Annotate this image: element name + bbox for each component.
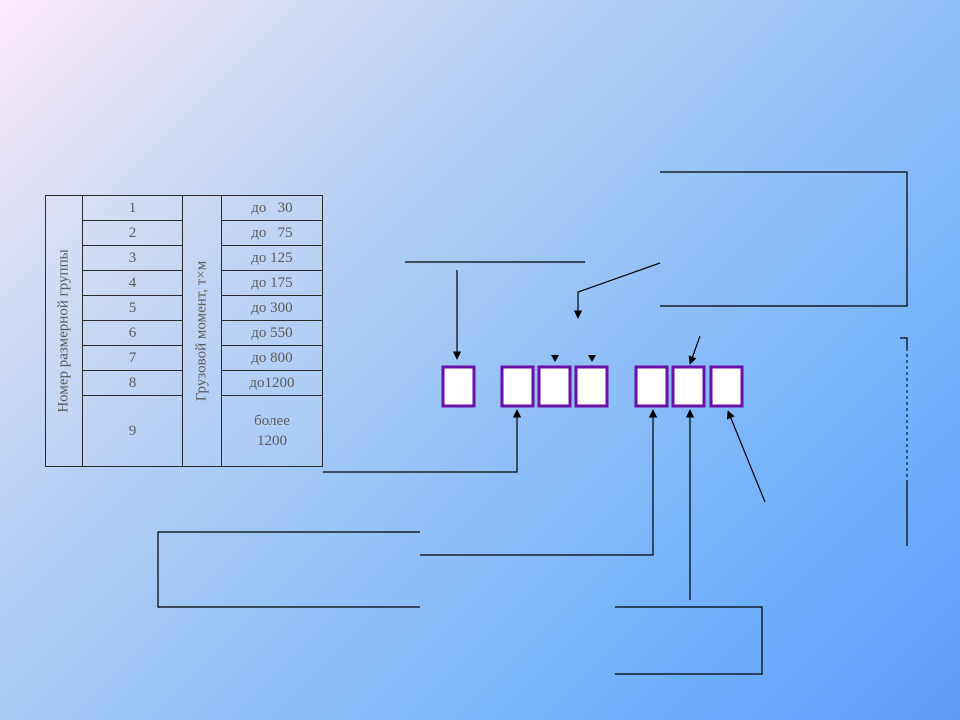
code-position-box (500, 365, 535, 408)
moment-value-cell: более 1200 (221, 395, 323, 467)
code-position-boxes (441, 365, 744, 408)
group-number-cell: 8 (82, 370, 183, 396)
moment-value-cell: до 800 (221, 345, 323, 371)
callout-frame-bottom (615, 606, 763, 675)
group-number-cell: 1 (82, 195, 183, 221)
moment-value-cell: до 125 (221, 245, 323, 271)
leader-line-top-right (573, 262, 661, 319)
moment-header-cell: Грузовой момент, т×м (182, 195, 222, 467)
moment-value-cell: до 175 (221, 270, 323, 296)
leader-line-box-5 (420, 409, 658, 556)
moment-value-cell: до 550 (221, 320, 323, 346)
callout-frame-bottom-left (157, 531, 420, 608)
code-position-box (709, 365, 744, 408)
group-number-cell: 5 (82, 295, 183, 321)
marker-triangle (588, 355, 596, 362)
code-position-box (441, 365, 476, 408)
arrow-to-box-6 (688, 335, 701, 365)
group-number-cell: 3 (82, 245, 183, 271)
code-position-box (671, 365, 706, 408)
group-number-cell: 9 (82, 395, 183, 467)
moment-value-cell: до 300 (221, 295, 323, 321)
moment-value-cell: до1200 (221, 370, 323, 396)
group-number-cell: 6 (82, 320, 183, 346)
table-connector-line (323, 409, 522, 473)
size-group-header-cell: Номер размерной группы (45, 195, 83, 467)
size-group-table: Номер размерной группы 1 Грузовой момент… (45, 195, 323, 467)
code-position-box (574, 365, 609, 408)
callout-frame-top-right (660, 171, 908, 307)
right-bracket-solid (900, 337, 908, 348)
leader-line-box-7 (726, 410, 766, 503)
code-position-box (537, 365, 572, 408)
code-position-box (634, 365, 669, 408)
moment-value-cell: до 30 (221, 195, 323, 221)
marker-triangle (551, 355, 559, 362)
